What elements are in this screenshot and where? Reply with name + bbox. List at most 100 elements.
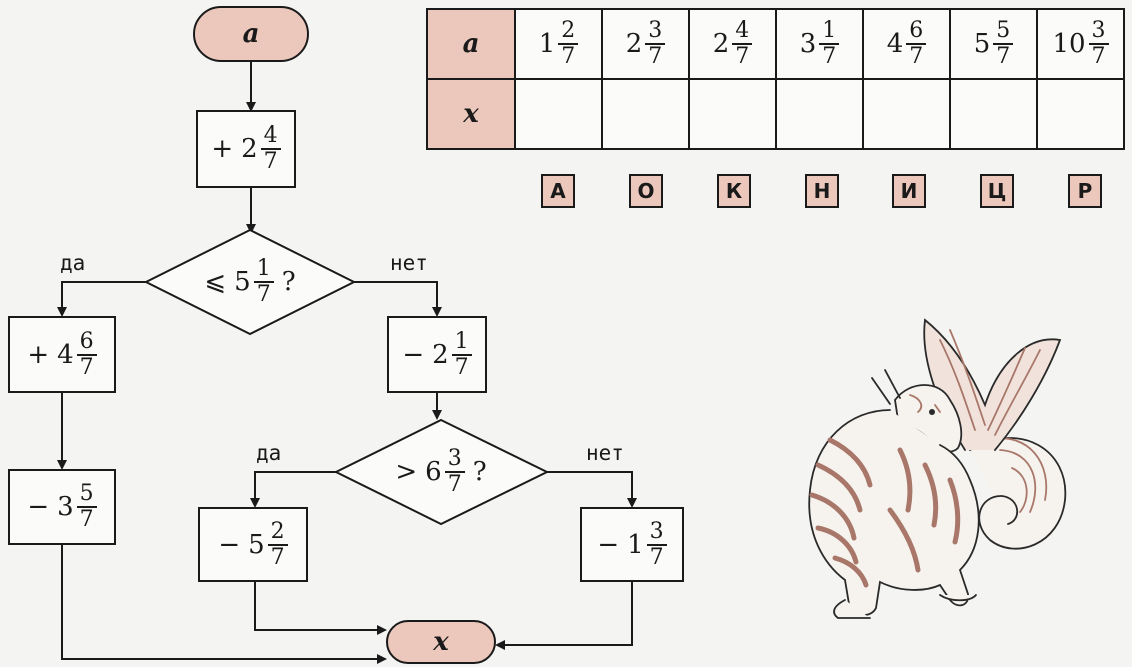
table-cell-x [1036,78,1125,150]
step-add-box: + 2 4 7 [196,110,296,188]
op-sign: + [27,339,50,370]
numerator: 4 [260,124,281,150]
table-cell-x [862,78,951,150]
numerator: 2 [267,519,288,546]
cond1-no-label: нет [390,251,428,275]
whole-part: 1 [627,529,644,560]
numerator: 1 [451,329,472,356]
whole-part: 4 [886,29,904,59]
table-cell-x [601,78,690,150]
denominator: 7 [454,354,469,380]
numerator: 1 [819,19,840,45]
whole-part: 2 [625,29,643,59]
whole-part: 5 [248,529,265,560]
denominator: 7 [822,44,837,69]
condition-1-text: ⩽ 5 1 7 ? [166,252,334,312]
fraction: 2 7 [267,519,288,570]
fraction: 6 7 [76,329,97,380]
numerator: 3 [645,19,666,45]
whole-part: 4 [57,339,74,370]
cond2-no-label: нет [586,441,624,465]
cond1-yes-label: да [60,251,86,275]
row-header-x: x [426,78,516,150]
table-cell-x [949,78,1038,150]
numerator: 2 [558,19,579,45]
whole-part: 2 [241,134,258,164]
question-mark: ? [281,267,296,297]
compare-sign: > [395,457,418,487]
step-add-expression: + 2 4 7 [211,124,281,174]
op-sign: − [218,529,241,560]
numerator: 5 [76,482,97,508]
numerator: 3 [646,519,667,546]
start-terminal: a [193,6,309,62]
whole-part: 1 [538,29,556,59]
numerator: 1 [253,257,274,283]
letter-tile: А [541,174,575,208]
denominator: 7 [270,544,285,570]
whole-part: 5 [234,267,251,297]
start-label: a [242,19,260,49]
cond2-yes-label: да [256,441,282,465]
letter-tile: Ц [980,174,1014,208]
whole-part: 2 [712,29,730,59]
condition-diamond-2 [333,418,550,526]
letter-tile: И [892,174,926,208]
whole-part: 6 [425,457,442,487]
whole-part: 3 [799,29,817,59]
compare-sign: ⩽ [204,267,227,297]
yes-subtract-box: − 5 2 7 [198,507,308,582]
letter-tile: Н [805,174,839,208]
denominator: 7 [996,44,1011,69]
denominator: 7 [263,149,278,174]
denominator: 7 [1091,44,1106,69]
condition-diamond-1 [143,228,357,336]
fraction: 4 7 [260,124,281,174]
op-sign: − [402,339,425,370]
op-sign: − [27,492,50,522]
table-row-x: x [426,78,1125,150]
numerator: 3 [1088,19,1109,45]
fraction: 3 7 [646,519,667,570]
denominator: 7 [561,44,576,69]
left-add-box: + 4 6 7 [8,316,116,393]
denominator: 7 [79,354,94,380]
fraction: 1 7 [451,329,472,380]
numerator: 6 [76,329,97,356]
denominator: 7 [447,472,462,497]
row-header-a: a [426,8,516,80]
fraction: 3 7 [444,447,465,497]
denominator: 7 [909,44,924,69]
op-sign: − [597,529,620,560]
table-cell-x [688,78,777,150]
numerator: 3 [444,447,465,473]
end-terminal: x [386,620,496,664]
letter-tile: Р [1068,174,1102,208]
whole-part: 10 [1052,29,1086,59]
right-subtract-box: − 2 1 7 [387,316,487,393]
left-subtract-box: − 3 5 7 [8,469,116,545]
whole-part: 3 [57,492,74,522]
denominator: 7 [648,44,663,69]
denominator: 7 [649,544,664,570]
end-label: x [433,627,449,657]
letter-tile: О [629,174,663,208]
numerator: 5 [993,19,1014,45]
question-mark: ? [472,457,487,487]
whole-part: 2 [432,339,449,370]
no-subtract-box: − 1 3 7 [580,507,684,582]
numerator: 6 [906,19,927,45]
whole-part: 5 [973,29,991,59]
op-sign: + [211,134,234,164]
denominator: 7 [735,44,750,69]
fraction: 5 7 [76,482,97,532]
